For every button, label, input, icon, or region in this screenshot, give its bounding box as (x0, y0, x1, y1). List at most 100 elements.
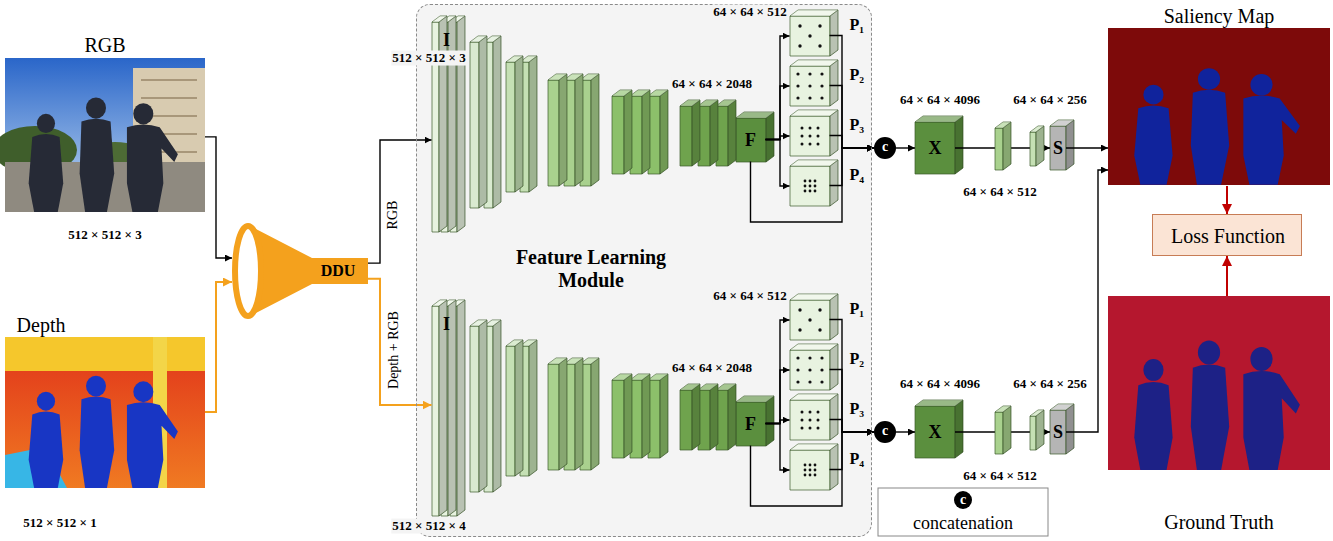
block-letter: X (929, 422, 942, 443)
block-letter: X (929, 138, 942, 159)
connector (751, 148, 875, 222)
image-title: RGB (84, 34, 125, 57)
connector (766, 320, 790, 424)
ground-truth-picture (1134, 341, 1300, 470)
feature-block: F (736, 118, 766, 162)
ddu-funnel: DDU (232, 222, 368, 320)
depth-photo (5, 337, 205, 371)
loss-box: Loss Function (1152, 214, 1302, 256)
block-letter: I (443, 313, 450, 334)
dilated-branch: P₁ (790, 300, 830, 340)
depth-photo (5, 337, 205, 488)
ground-truth-picture (1108, 296, 1330, 470)
dimension: 512 × 512 × 1 (23, 516, 96, 531)
saliency-picture (1134, 68, 1300, 185)
concat-node: c (874, 137, 896, 159)
concat-symbol: c (882, 423, 888, 439)
fusion-block: X (915, 406, 955, 458)
connector (766, 424, 790, 471)
legend-box (878, 488, 1048, 536)
dimension: 512 × 512 × 3 (68, 228, 141, 243)
branch-name: P₃ (850, 115, 865, 133)
dimension-label: 64 × 64 × 512 (962, 185, 1037, 200)
fusion-block: X (915, 122, 955, 174)
box-label: Loss Function (1171, 225, 1285, 248)
ground-truth: Ground Truth (1108, 296, 1330, 534)
input-layer: I (432, 306, 468, 516)
dimension-label: 512 × 512 × 3 (391, 51, 466, 66)
connector (830, 148, 875, 186)
connector (830, 320, 875, 433)
depth-photo (5, 337, 205, 488)
dimension-label: 64 × 64 × 256 (1012, 93, 1087, 108)
image-title: Ground Truth (1164, 511, 1273, 534)
funnel-shape (235, 226, 261, 316)
block-letter: F (745, 413, 756, 434)
connector (766, 140, 790, 187)
connector (205, 137, 232, 258)
block-letter: I (443, 29, 450, 50)
dimension-label: 512 × 512 × 4 (391, 519, 466, 534)
depth-head-layers (995, 406, 1044, 454)
connector (766, 370, 790, 424)
branch-name: P₂ (850, 349, 865, 367)
module-name: DDU (321, 262, 356, 280)
dimension-label: 64 × 64 × 512 (962, 469, 1037, 484)
dimension-label: 64 × 64 × 512 (712, 289, 787, 304)
branch-name: P₂ (850, 65, 865, 83)
block-letter: S (1053, 422, 1063, 443)
funnel-shape (248, 225, 368, 317)
edge-label: RGB (385, 201, 401, 230)
rgb-head-layers (995, 122, 1044, 170)
dilated-branch: P₄ (790, 450, 830, 490)
dimension-label: 64 × 64 × 2048 (671, 77, 753, 92)
dilated-branch: P₂ (790, 66, 830, 106)
saliency-head: S (1050, 126, 1066, 170)
depth-network (432, 294, 1074, 516)
connector (1226, 186, 1228, 214)
connector (896, 431, 915, 432)
legend-symbol: c (959, 492, 967, 508)
saliency-picture (1108, 28, 1330, 185)
concat-circle (874, 137, 896, 159)
branch-name: P₄ (850, 165, 865, 183)
block-letter: F (745, 129, 756, 150)
connector (368, 140, 432, 263)
edge-label: Depth + RGB (386, 311, 402, 389)
ground-truth-picture (1108, 296, 1330, 470)
connector (896, 147, 915, 148)
concat-symbol: c (882, 139, 888, 155)
block-letter: S (1053, 138, 1063, 159)
legend-text: concatenation (913, 513, 1013, 533)
feature-learning-module: Feature Learning ModuleIFP₁P₂P₃P₄IFP₁P₂P… (416, 4, 872, 537)
connector (830, 136, 875, 149)
rgb-network (432, 10, 1074, 232)
dilated-branch: P₃ (790, 400, 830, 440)
connector (830, 420, 875, 433)
connector (766, 86, 790, 140)
connector (751, 432, 875, 506)
connector (205, 282, 232, 412)
branch-name: P₁ (850, 15, 865, 33)
legend-sample (954, 491, 972, 509)
concat-circle (874, 421, 896, 443)
dimension-label: 64 × 64 × 256 (1012, 377, 1087, 392)
depth-photo (29, 376, 178, 488)
connector (766, 36, 790, 140)
dilated-branch: P₂ (790, 350, 830, 390)
branch-name: P₁ (850, 299, 865, 317)
saliency-head: S (1050, 410, 1066, 454)
dilated-branch: P₃ (790, 116, 830, 156)
image-title: Saliency Map (1164, 5, 1275, 28)
module-title: Feature Learning Module (491, 246, 691, 292)
branch-name: P₄ (850, 449, 865, 467)
rgb-photo (29, 97, 178, 212)
dimension-label: 64 × 64 × 512 (712, 5, 787, 20)
rgb-photo (0, 58, 205, 212)
dimension-label: 64 × 64 × 4096 (899, 93, 981, 108)
saliency-picture (1108, 28, 1330, 185)
